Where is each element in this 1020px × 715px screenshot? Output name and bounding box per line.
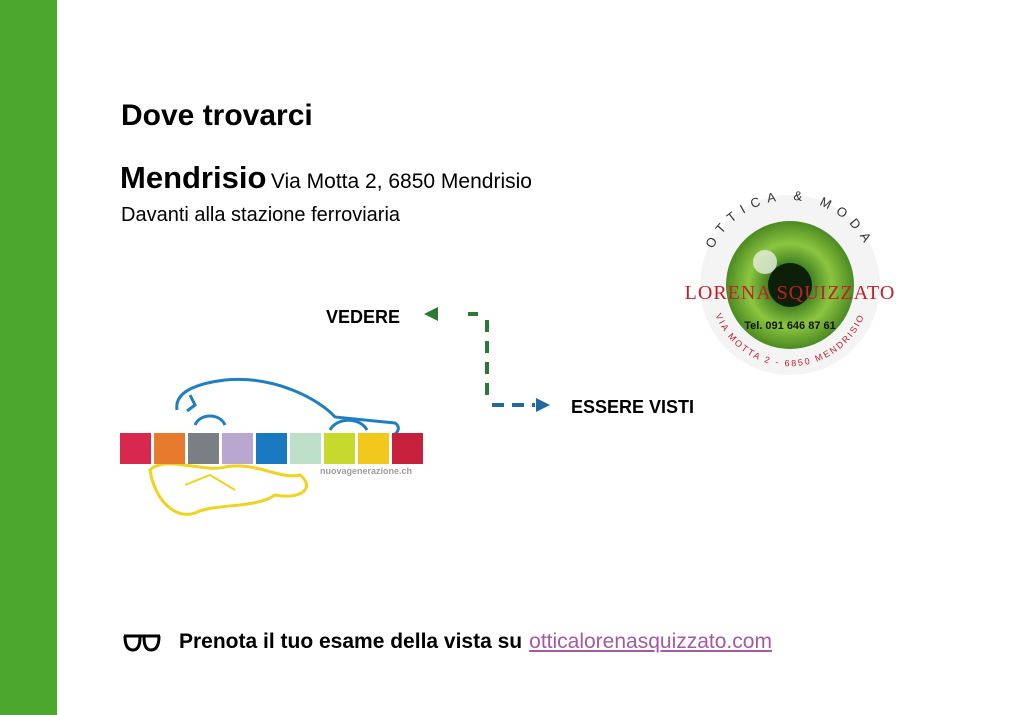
- city-name: Mendrisio: [120, 160, 267, 195]
- page-title: Dove trovarci: [121, 99, 313, 132]
- website-link[interactable]: otticalorenasquizzato.com: [529, 630, 772, 653]
- logo-shop-name: LORENA SQUIZZATO: [685, 282, 896, 304]
- ng-badge-tile: [120, 433, 151, 464]
- ng-badges: [120, 433, 423, 464]
- nuovagenerazione-logo: nuovagenerazione.ch: [120, 377, 423, 516]
- ng-badge-tile: [188, 433, 219, 464]
- street-address: Via Motta 2, 6850 Mendrisio: [270, 170, 532, 193]
- green-sidebar: [0, 0, 57, 715]
- car-silhouette: [175, 377, 400, 437]
- ng-badge-tile: [358, 433, 389, 464]
- tag-vedere: VEDERE: [326, 307, 401, 327]
- front-wheel-arch: [193, 414, 227, 426]
- ng-badge-tile: [392, 433, 423, 464]
- ng-badge-tile: [154, 433, 185, 464]
- rear-wheel-arch: [328, 418, 369, 431]
- eye-pupil: [768, 263, 812, 307]
- footer: Prenota il tuo esame della vista su otti…: [121, 630, 772, 654]
- dashed-arrows: [424, 307, 550, 412]
- logo-phone: Tel. 091 646 87 61: [744, 320, 836, 332]
- arrow-left-icon: [424, 307, 438, 321]
- footer-text: Prenota il tuo esame della vista su: [179, 630, 523, 653]
- switzerland-outline: [148, 462, 308, 516]
- eye-highlight: [753, 250, 777, 274]
- ng-badge-tile: [256, 433, 287, 464]
- tag-essere-visti: ESSERE VISTI: [571, 397, 695, 417]
- glasses-icon: [123, 634, 161, 652]
- ng-url: nuovagenerazione.ch: [320, 466, 412, 476]
- ng-badge-tile: [290, 433, 321, 464]
- arrow-right-icon: [536, 398, 550, 412]
- shop-logo: OTTICA & MODA LORENA SQUIZZATO Tel. 091 …: [685, 190, 896, 375]
- ng-badge-tile: [222, 433, 253, 464]
- ng-badge-tile: [324, 433, 355, 464]
- address-line: Mendrisio Via Motta 2, 6850 Mendrisio: [120, 160, 532, 202]
- location-note: Davanti alla stazione ferroviaria: [121, 204, 401, 226]
